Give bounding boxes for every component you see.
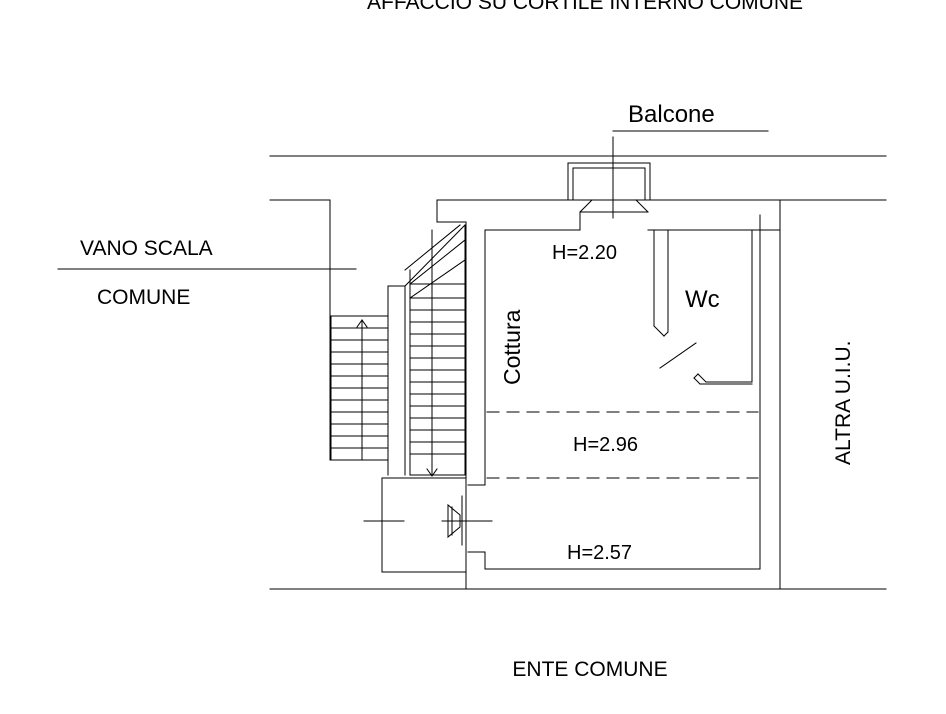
comune-label: COMUNE	[97, 286, 190, 309]
ente-comune-label: ENTE COMUNE	[512, 658, 667, 681]
cottura-label: Cottura	[499, 309, 525, 385]
height-bottom-label: H=2.57	[567, 542, 632, 564]
staircase	[330, 224, 466, 477]
building-lines	[269, 155, 887, 590]
height-middle-label: H=2.96	[573, 434, 638, 456]
altra-uiu-label: ALTRA U.I.U.	[832, 341, 855, 465]
vano-scala-label: VANO SCALA	[80, 237, 213, 260]
balcone-label: Balcone	[628, 101, 715, 128]
height-balcony-label: H=2.20	[552, 242, 617, 264]
top-heading: AFFACCIO SU CORTILE INTERNO COMUNE	[367, 0, 803, 14]
balcony-outline	[567, 130, 769, 219]
entrance-door	[363, 477, 493, 573]
height-boundaries	[486, 411, 759, 479]
wc-label: Wc	[685, 286, 720, 313]
wc-walls	[653, 229, 753, 385]
